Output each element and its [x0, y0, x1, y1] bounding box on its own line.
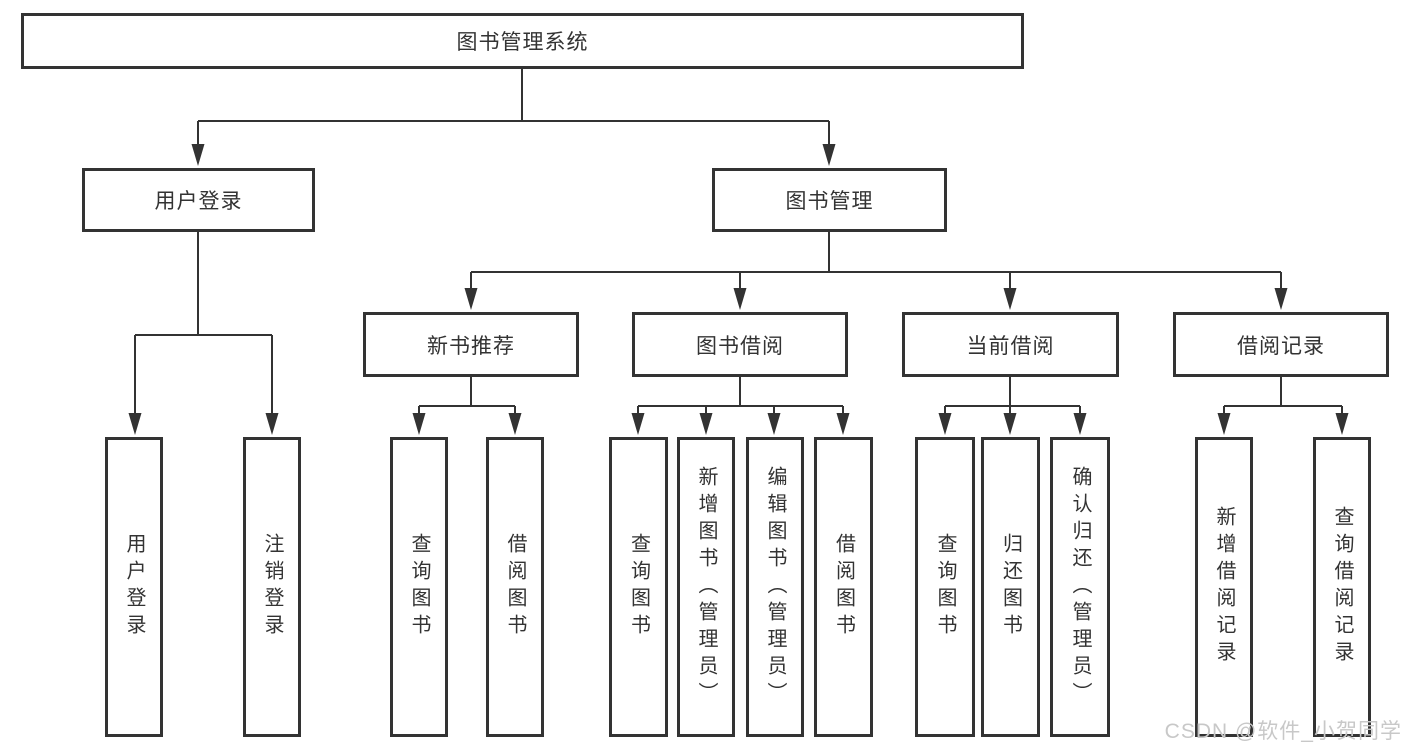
node-book-borrowing: 图书借阅 [632, 312, 848, 377]
leaf-user-login: 用户登录 [105, 437, 163, 737]
leaf-query-books: 查询图书 [390, 437, 448, 737]
node-label: 图书管理系统 [456, 31, 589, 54]
node-label: 新书推荐 [427, 334, 515, 358]
node-book-management: 图书管理 [712, 168, 947, 232]
node-label: 当前借阅 [966, 334, 1055, 358]
node-label: 借阅记录 [1237, 334, 1325, 358]
leaf-add-borrow-record: 新增借阅记录 [1195, 437, 1253, 737]
node-label: 用户登录 [123, 533, 145, 641]
node-user-login: 用户登录 [82, 168, 315, 232]
node-label: 查询借阅记录 [1331, 506, 1353, 668]
node-current-borrowing: 当前借阅 [902, 312, 1119, 377]
leaf-logout: 注销登录 [243, 437, 301, 737]
node-label: 新增借阅记录 [1213, 506, 1235, 668]
leaf-query-books: 查询图书 [609, 437, 668, 737]
arrowhead-icons [128, 144, 1349, 435]
node-label: 归还图书 [999, 533, 1022, 641]
node-label: 借阅图书 [832, 533, 855, 641]
node-borrowing-records: 借阅记录 [1173, 312, 1389, 377]
leaf-borrow-books: 借阅图书 [486, 437, 544, 737]
node-library-management-system: 图书管理系统 [21, 13, 1024, 69]
leaf-confirm-return-admin: 确认归还（管理员） [1050, 437, 1110, 737]
leaf-query-borrow-record: 查询借阅记录 [1313, 437, 1371, 737]
node-label: 注销登录 [261, 533, 283, 641]
node-label: 借阅图书 [504, 533, 526, 641]
node-label: 查询图书 [408, 533, 430, 641]
node-label: 查询图书 [627, 533, 650, 641]
leaf-borrow-books: 借阅图书 [814, 437, 873, 737]
leaf-return-books: 归还图书 [981, 437, 1040, 737]
leaf-add-books-admin: 新增图书（管理员） [677, 437, 735, 737]
node-new-book-recommend: 新书推荐 [363, 312, 579, 377]
node-label: 确认归还（管理员） [1069, 465, 1091, 709]
node-label: 用户登录 [154, 190, 243, 213]
node-label: 新增图书（管理员） [695, 465, 717, 709]
node-label: 编辑图书（管理员） [764, 465, 786, 709]
node-label: 图书管理 [785, 190, 874, 213]
leaf-query-books: 查询图书 [915, 437, 975, 737]
node-label: 查询图书 [934, 533, 956, 641]
node-label: 图书借阅 [696, 334, 784, 358]
csdn-watermark: CSDN @软件_小贺同学 [1164, 720, 1402, 743]
leaf-edit-books-admin: 编辑图书（管理员） [746, 437, 804, 737]
